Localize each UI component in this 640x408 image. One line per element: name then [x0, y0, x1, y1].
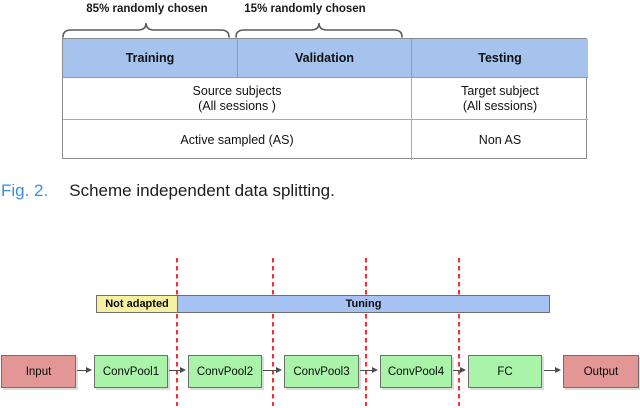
node-convpool2: ConvPool2: [188, 355, 262, 388]
curly-brace-validation: [235, 22, 403, 38]
flow-arrow-3: [263, 366, 282, 373]
data-split-table: Training Validation Testing Source subje…: [62, 38, 588, 160]
cell-target-subject-line1: Target subject: [461, 83, 539, 98]
tuning-label: Tuning: [345, 298, 382, 310]
cell-non-as: Non AS: [478, 132, 522, 147]
curly-brace-training: [62, 22, 230, 38]
node-convpool3: ConvPool3: [284, 355, 359, 388]
dashed-separator-4: [458, 258, 460, 406]
flow-arrow-5: [453, 366, 466, 373]
adaptation-bar: Not adapted Tuning: [96, 295, 550, 313]
not-adapted-segment: Not adapted: [97, 296, 178, 312]
cell-source-subjects-line2: (All sessions ): [198, 98, 276, 113]
figure-caption-number: Fig. 2.: [1, 181, 49, 200]
table-header-testing: Testing: [412, 39, 588, 78]
dashed-separator-3: [365, 258, 367, 406]
brace-label-15pct: 15% randomly chosen: [244, 3, 366, 15]
not-adapted-label: Not adapted: [105, 298, 169, 310]
table-header-training: Training: [63, 39, 238, 78]
tuning-segment: Tuning: [178, 296, 549, 312]
cell-target-subject: Target subject (All sessions): [412, 78, 588, 120]
flow-arrow-4: [360, 366, 378, 373]
brace-label-85pct: 85% randomly chosen: [86, 3, 208, 15]
node-convpool1: ConvPool1: [94, 355, 168, 388]
node-convpool4: ConvPool4: [380, 355, 452, 388]
figure-caption-text: Scheme independent data splitting.: [69, 181, 335, 200]
flow-arrow-2: [169, 366, 186, 373]
node-input: Input: [1, 355, 76, 388]
dashed-separator-2: [272, 258, 274, 406]
dashed-separator-1: [176, 258, 178, 406]
cell-target-subject-line2: (All sessions): [462, 98, 538, 113]
flow-arrow-1: [77, 366, 92, 373]
node-output: Output: [563, 355, 639, 388]
table-header-validation: Validation: [238, 39, 412, 78]
cell-source-subjects-line1: Source subjects: [192, 83, 282, 98]
figure-caption: Fig. 2. Scheme independent data splitting…: [1, 181, 335, 201]
cell-source-subjects: Source subjects (All sessions ): [63, 78, 412, 120]
cell-active-sampled: Active sampled (AS): [63, 120, 412, 160]
flow-arrow-6: [544, 366, 561, 373]
node-fc: FC: [468, 355, 542, 388]
